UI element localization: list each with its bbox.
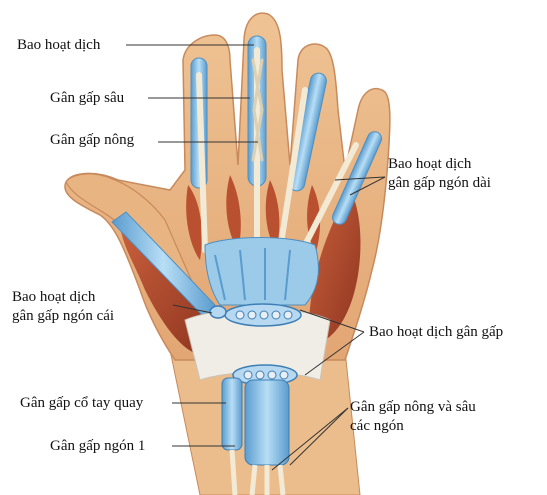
label-gan-nong-sau-1: Gân gấp nông và sâu (350, 399, 476, 415)
label-gan-nong-sau-2: các ngón (350, 418, 404, 434)
forearm-tendon-sheaths (221, 377, 290, 495)
label-bao-gan-gap: Bao hoạt dịch gân gấp (369, 324, 504, 340)
label-gan-gap-nong: Gân gấp nông (50, 132, 135, 148)
label-bao-ngon-dai-2: gân gấp ngón dài (388, 175, 491, 191)
leader-lines (126, 44, 386, 471)
label-bao-ngon-cai-1: Bao hoạt dịch (12, 289, 96, 305)
label-gan-gap-sau: Gân gấp sâu (50, 90, 125, 106)
tendon-cross-sections (209, 303, 302, 386)
label-bao-hoat-dich: Bao hoạt dịch (17, 37, 101, 53)
label-gan-gap-ngon-1: Gân gấp ngón 1 (50, 438, 146, 454)
flexor-tendons (196, 47, 359, 258)
hypothenar-muscle (309, 190, 361, 345)
common-flexor-sheath (204, 237, 319, 306)
label-gan-gap-co-tay-quay: Gân gấp cổ tay quay (20, 395, 144, 411)
label-bao-ngon-cai-2: gân gấp ngón cái (12, 308, 115, 324)
label-bao-ngon-dai-1: Bao hoạt dịch (388, 156, 472, 172)
